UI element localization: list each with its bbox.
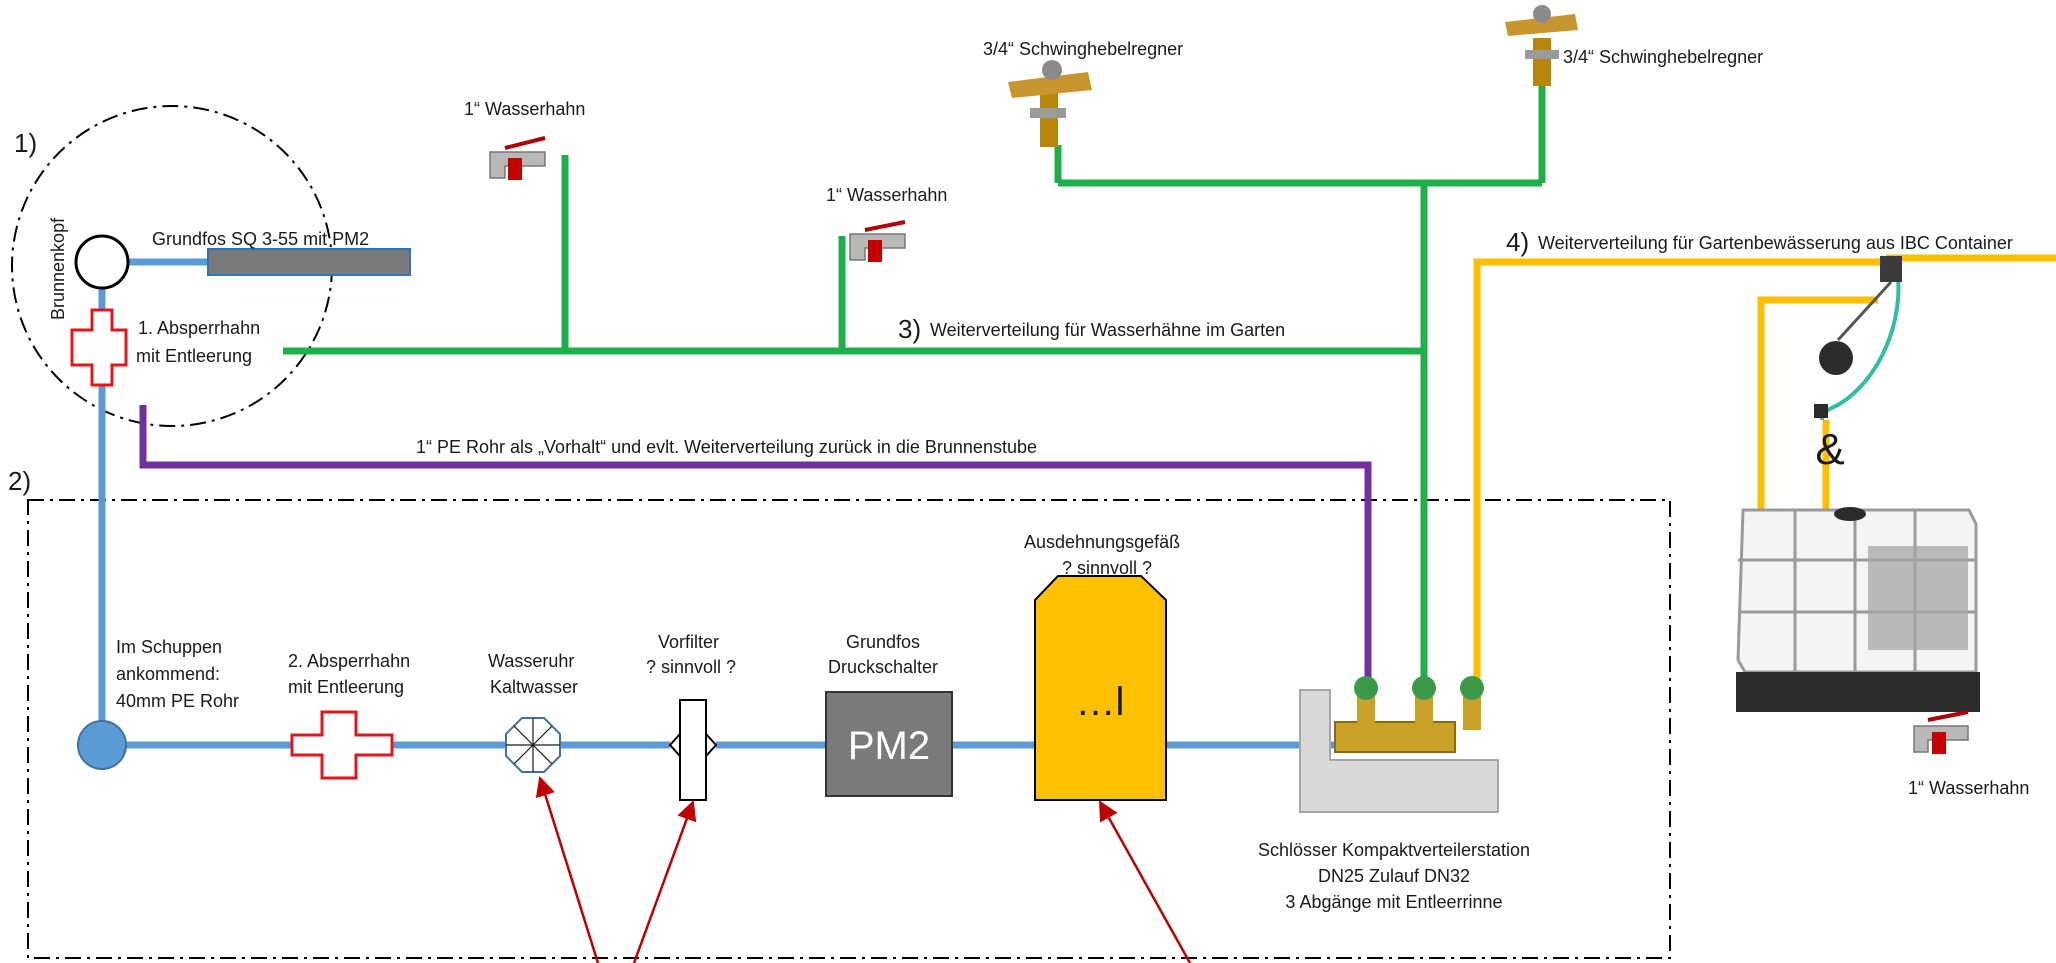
sprinkler2-label: 3/4“ Schwinghebelregner: [1563, 47, 1763, 67]
schuppen-label-line2: ankommend:: [116, 664, 220, 684]
green-pipe-garden: [283, 85, 1546, 680]
switch-label-line1: Grundfos: [846, 632, 920, 652]
filter-label-line1: Vorfilter: [658, 632, 719, 652]
section-2-label: 2): [8, 466, 31, 496]
faucet3-label: 1“ Wasserhahn: [1908, 778, 2029, 798]
shutoff-valve-icon: [290, 710, 394, 780]
ampersand-label: &: [1815, 425, 1844, 474]
schuppen-label-line1: Im Schuppen: [116, 637, 222, 657]
valve2-label-line2: mit Entleerung: [288, 677, 404, 697]
line3-label: Weiterverteilung für Wasserhähne im Gart…: [930, 320, 1285, 340]
section-2-shed-area: 2): [8, 466, 1671, 959]
station-label-line3: 3 Abgänge mit Entleerrinne: [1285, 892, 1502, 912]
inlet-connector-icon: [77, 720, 127, 770]
water-meter-icon: [505, 717, 561, 773]
sprinkler-icon: [1505, 5, 1578, 86]
meter-label-line2: Kaltwasser: [490, 677, 578, 697]
arrow-to-meter: [535, 776, 600, 963]
schuppen-label-line3: 40mm PE Rohr: [116, 691, 239, 711]
filter-label-line2: ? sinnvoll ?: [646, 657, 736, 677]
annotation-arrows: [535, 776, 1192, 963]
shutoff-valve-icon: [70, 308, 128, 387]
float-valve-icon: [1814, 256, 1902, 418]
purple-pipe-reserve: [139, 405, 1372, 690]
shed-boundary-rect: [27, 499, 1671, 959]
pressure-switch-icon: [825, 691, 953, 797]
pump-icon: [207, 248, 411, 276]
ibc-container-icon: [1736, 507, 1980, 712]
distribution-station-icon: [1299, 676, 1499, 813]
section-1-label: 1): [14, 128, 37, 158]
valve2-label-line1: 2. Absperrhahn: [288, 651, 410, 671]
tank-label-line1: Ausdehnungsgefäß: [1024, 532, 1180, 552]
pump-label: Grundfos SQ 3-55 mit PM2: [152, 229, 369, 249]
wellhead-label: Brunnenkopf: [48, 217, 68, 320]
expansion-tank-icon: [1034, 575, 1167, 801]
valve1-label-line1: 1. Absperrhahn: [138, 318, 260, 338]
pm2-label: PM2: [848, 724, 930, 768]
faucet1-label: 1“ Wasserhahn: [464, 99, 585, 119]
faucet2-label: 1“ Wasserhahn: [826, 185, 947, 205]
section-3-label: 3): [898, 314, 921, 344]
faucet-icon: [849, 220, 906, 262]
blue-pipe-main: [98, 258, 1335, 749]
sprinkler1-label: 3/4“ Schwinghebelregner: [983, 39, 1183, 59]
arrow-to-tank: [1098, 800, 1192, 963]
valve1-label-line2: mit Entleerung: [136, 346, 252, 366]
pe-reserve-label: 1“ PE Rohr als „Vorhalt“ und evlt. Weite…: [416, 437, 1037, 457]
faucet-icon: [489, 136, 546, 180]
sprinkler-icon: [1008, 60, 1092, 147]
station-label-line2: DN25 Zulauf DN32: [1318, 866, 1470, 886]
meter-label-line1: Wasseruhr: [488, 651, 574, 671]
faucet-icon: [1913, 710, 1969, 754]
station-label-line1: Schlösser Kompaktverteilerstation: [1258, 840, 1530, 860]
tank-label-line2: ? sinnvoll ?: [1062, 558, 1152, 578]
prefilter-icon: [668, 699, 718, 801]
switch-label-line2: Druckschalter: [828, 657, 938, 677]
line4-label: Weiterverteilung für Gartenbewässerung a…: [1538, 233, 2013, 253]
section-4-label: 4): [1506, 227, 1529, 257]
tank-inner-label: …l: [1076, 680, 1125, 724]
arrow-to-filter: [632, 800, 697, 963]
wellhead-icon: [74, 234, 130, 290]
